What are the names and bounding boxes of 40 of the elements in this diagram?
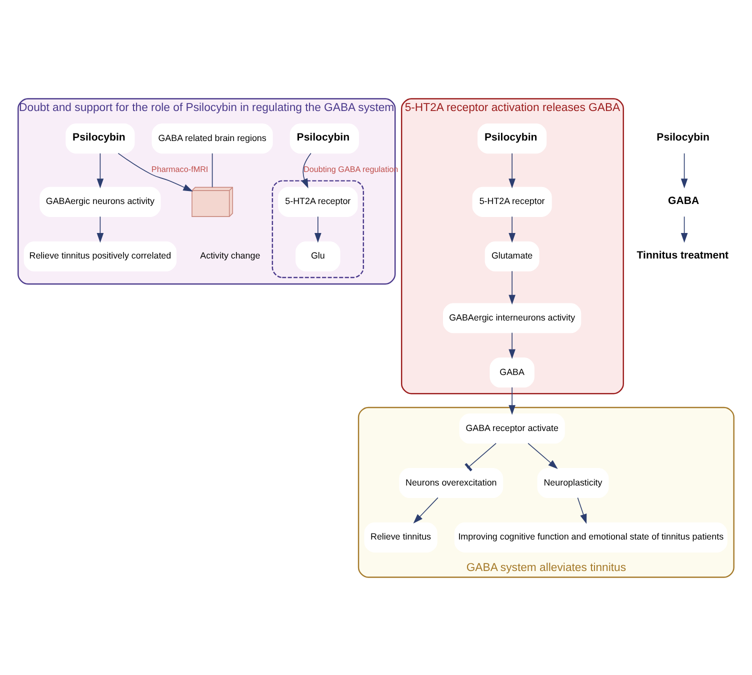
node-box: GABA — [490, 357, 534, 388]
node-box: Neurons overexcitation — [399, 467, 504, 498]
node-box: 5-HT2A receptor — [278, 186, 358, 216]
node-box: GABAergic interneurons activity — [443, 302, 582, 333]
edge-label: Pharmaco-fMRI — [151, 164, 208, 174]
node-box: GABA receptor activate — [459, 413, 565, 444]
arrow — [577, 496, 587, 524]
arrow — [508, 386, 516, 414]
cluster — [272, 180, 364, 278]
connector — [464, 442, 496, 471]
node-box: 5-HT2A receptor — [472, 186, 552, 216]
arrow — [301, 152, 312, 188]
arrow — [118, 152, 193, 192]
arrow — [680, 152, 688, 188]
node-box: Improving cognitive function and emotional state of tinnitus patients — [454, 522, 728, 552]
node-box: Relieve tinnitus — [364, 522, 438, 552]
arrow — [508, 216, 516, 242]
node-box: Glu — [296, 240, 340, 271]
node-box: Neuroplasticity — [537, 467, 609, 498]
arrow — [508, 270, 516, 304]
node-box: Psilocybin — [66, 123, 135, 154]
arrow — [680, 216, 688, 242]
node-box: GABA related brain regions — [152, 123, 273, 154]
arrow — [508, 332, 516, 358]
arrow — [508, 152, 516, 188]
node-box: Psilocybin — [478, 123, 547, 154]
node-box: Psilocybin — [290, 123, 359, 154]
arrow — [96, 152, 104, 188]
arrow — [314, 216, 322, 242]
node-text: GABA — [668, 194, 700, 206]
node-box: Relieve tinnitus positively correlated — [24, 240, 177, 271]
node-text: Tinnitus treatment — [636, 248, 729, 261]
arrow — [96, 216, 104, 242]
node-label: Activity change — [200, 250, 260, 260]
arrow — [413, 496, 438, 524]
arrow — [528, 442, 558, 469]
node-box: Glutamate — [484, 240, 540, 271]
node-text: Psilocybin — [656, 131, 710, 144]
connector — [212, 152, 213, 188]
node-box: GABAergic neurons activity — [40, 186, 161, 216]
